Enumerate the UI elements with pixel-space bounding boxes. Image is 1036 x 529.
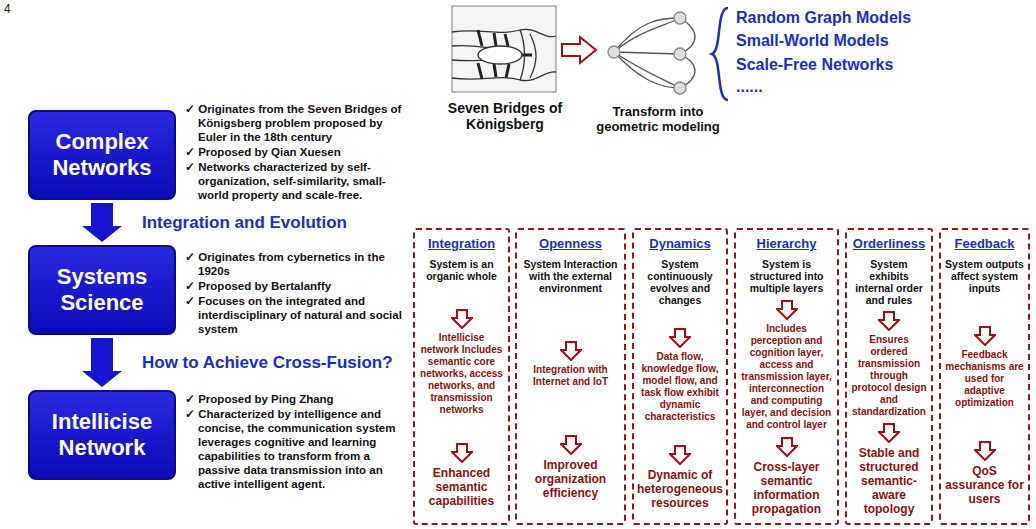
property-box: IntegrationSystem is an organic wholeInt… xyxy=(413,228,510,525)
hollow-down-arrow-shape xyxy=(879,424,899,442)
property-statement: System is an organic whole xyxy=(419,258,504,282)
property-box: OpennessSystem Interaction with the exte… xyxy=(515,228,626,525)
bullet-note: ✓ Focuses on the integrated and interdis… xyxy=(185,294,410,336)
bullet-list: ✓ Originates from the Seven Bridges of K… xyxy=(185,102,410,203)
hollow-down-arrow-shape xyxy=(777,438,797,456)
property-result: Enhanced semantic capabilities xyxy=(419,466,504,508)
hollow-down-arrow xyxy=(560,435,582,455)
bullet-list: ✓ Proposed by Ping Zhang✓ Characterized … xyxy=(185,392,410,492)
graph-model xyxy=(608,12,695,94)
bullet-note: ✓ Networks characterized by self-organiz… xyxy=(185,160,410,202)
property-detail: Includes perception and cognition layer,… xyxy=(740,323,833,431)
brace xyxy=(712,8,728,100)
property-result: Dynamic of heterogeneous resources xyxy=(637,468,723,510)
model-name: ...... xyxy=(736,78,763,96)
arrow-head xyxy=(82,226,122,242)
edge-label: Integration and Evolution xyxy=(142,213,347,233)
page-number: 4 xyxy=(4,2,11,16)
bullet-note: ✓ Originates from cybernetics in the 192… xyxy=(185,250,410,278)
hollow-down-arrow xyxy=(669,445,691,465)
topic-box: Complex Networks xyxy=(28,110,176,200)
topic-title: Intellicise Network xyxy=(30,409,174,461)
hollow-down-arrow xyxy=(451,309,473,329)
konigsberg-map xyxy=(452,6,556,92)
property-heading: Dynamics xyxy=(649,236,710,251)
property-box: FeedbackSystem outputs affect system inp… xyxy=(939,228,1030,525)
topic-box: Systems Science xyxy=(28,245,176,335)
property-result: Cross-layer semantic information propaga… xyxy=(740,460,833,516)
hollow-down-arrow xyxy=(776,300,798,320)
hollow-down-arrow-shape xyxy=(975,327,995,345)
property-detail: Intellicise network Includes semantic co… xyxy=(419,332,504,416)
property-box: OrderlinessSystem exhibits internal orde… xyxy=(845,228,933,525)
hollow-down-arrow-shape xyxy=(670,446,690,464)
property-heading: Hierarchy xyxy=(757,236,817,251)
property-detail: Feedback mechanisms are used for adaptiv… xyxy=(945,349,1024,409)
hollow-down-arrow xyxy=(669,328,691,348)
hollow-down-arrow-shape xyxy=(777,301,797,319)
hollow-down-arrow xyxy=(878,311,900,331)
hollow-down-arrow-shape xyxy=(561,436,581,454)
caption: Seven Bridges of Königsberg xyxy=(440,100,570,132)
caption: Transform into geometric modeling xyxy=(588,104,728,134)
property-statement: System exhibits internal order and rules xyxy=(851,258,927,306)
model-name: Small-World Models xyxy=(736,32,889,50)
property-detail: Ensures ordered transmission through pro… xyxy=(851,334,927,418)
property-heading: Orderliness xyxy=(853,236,925,251)
topic-title: Complex Networks xyxy=(30,129,174,181)
hollow-down-arrow xyxy=(974,441,996,461)
bullet-note: ✓ Proposed by Qian Xuesen xyxy=(185,145,410,159)
hollow-down-arrow-shape xyxy=(452,310,472,328)
bullet-list: ✓ Originates from cybernetics in the 192… xyxy=(185,250,410,337)
flow-arrow xyxy=(82,338,122,387)
bullet-note: ✓ Originates from the Seven Bridges of K… xyxy=(185,102,410,144)
hollow-down-arrow-shape xyxy=(975,442,995,460)
property-result: Improved organization efficiency xyxy=(521,458,620,500)
topic-title: Systems Science xyxy=(30,264,174,316)
property-heading: Integration xyxy=(428,236,495,251)
hollow-down-arrow-shape xyxy=(561,342,581,360)
hollow-down-arrow xyxy=(451,443,473,463)
model-name: Random Graph Models xyxy=(736,9,911,27)
hollow-down-arrow xyxy=(776,437,798,457)
hollow-down-arrow-shape xyxy=(879,312,899,330)
transform-arrow xyxy=(562,37,596,63)
property-heading: Feedback xyxy=(955,236,1015,251)
property-box: DynamicsSystem continuously evolves and … xyxy=(632,228,728,525)
hollow-down-arrow xyxy=(974,326,996,346)
arrow-head xyxy=(82,371,122,387)
arrow-shaft xyxy=(91,203,113,226)
bullet-note: ✓ Characterized by intelligence and conc… xyxy=(185,407,410,491)
hollow-down-arrow-shape xyxy=(452,444,472,462)
hollow-down-arrow xyxy=(878,423,900,443)
arrow-shaft xyxy=(91,338,113,371)
property-statement: System Interaction with the external env… xyxy=(521,258,620,294)
property-box: HierarchySystem is structured into multi… xyxy=(734,228,839,525)
property-detail: Integration with Internet and IoT xyxy=(521,364,620,388)
flow-arrow xyxy=(82,203,122,242)
bullet-note: ✓ Proposed by Bertalanffy xyxy=(185,279,410,293)
edge-label: How to Achieve Cross-Fusion? xyxy=(142,353,393,373)
property-heading: Openness xyxy=(539,236,602,251)
property-detail: Data flow, knowledge flow, model flow, a… xyxy=(638,351,722,423)
property-statement: System outputs affect system inputs xyxy=(945,258,1024,294)
model-name: Scale-Free Networks xyxy=(736,56,893,74)
hollow-down-arrow xyxy=(560,341,582,361)
property-result: Stable and structured semantic-aware top… xyxy=(851,446,927,516)
property-result: QoS assurance for users xyxy=(945,464,1024,506)
topic-box: Intellicise Network xyxy=(28,390,176,480)
property-statement: System is structured into multiple layer… xyxy=(740,258,833,294)
property-statement: System continuously evolves and changes xyxy=(638,258,722,306)
hollow-down-arrow-shape xyxy=(670,329,690,347)
bullet-note: ✓ Proposed by Ping Zhang xyxy=(185,392,410,406)
